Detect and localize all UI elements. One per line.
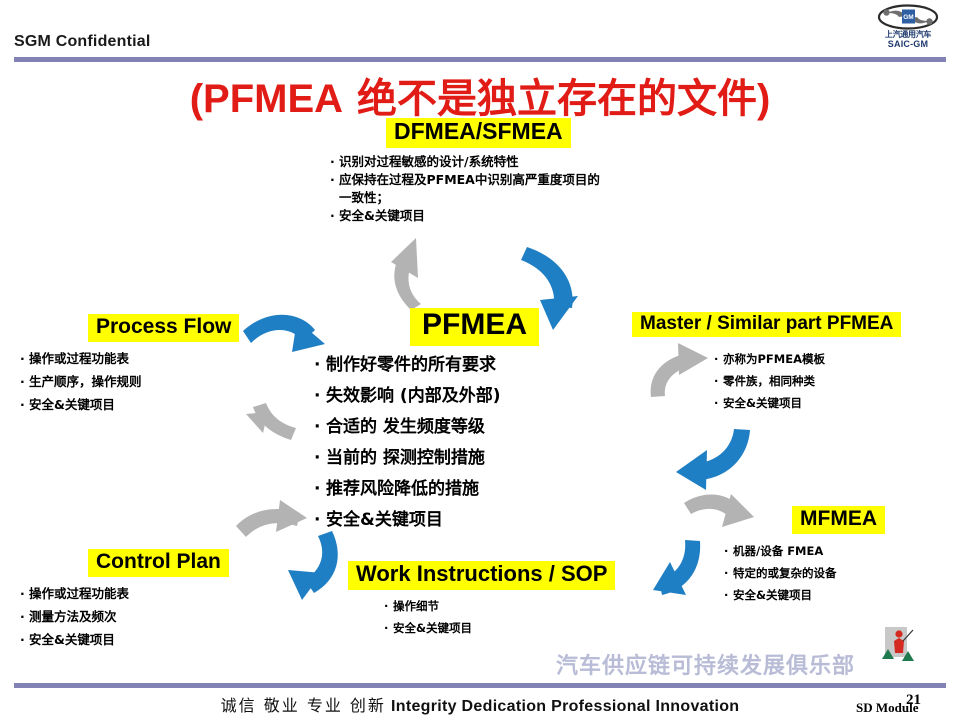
list-item: 安全&关键项目 bbox=[714, 393, 901, 413]
work-instructions-bullet-list: 操作细节 安全&关键项目 bbox=[384, 596, 615, 638]
mfmea-bullet-list: 机器/设备 FMEA 特定的或复杂的设备 安全&关键项目 bbox=[724, 541, 885, 605]
list-item: 当前的 探测控制措施 bbox=[314, 444, 539, 473]
block-process-flow: Process Flow 操作或过程功能表 生产顺序，操作规则 安全&关键项目 bbox=[20, 314, 240, 417]
list-item: 机器/设备 FMEA bbox=[724, 541, 885, 561]
logo-cn-name: 上汽通用汽车 bbox=[884, 30, 932, 39]
watermark-text: 汽车供应链可持续发展俱乐部 bbox=[556, 654, 856, 679]
master-similar-heading: Master / Similar part PFMEA bbox=[632, 312, 902, 338]
process-flow-heading: Process Flow bbox=[88, 314, 240, 342]
list-item: 失效影响 (内部及外部) bbox=[314, 382, 539, 411]
list-item: 安全&关键项目 bbox=[724, 585, 885, 605]
confidential-label: SGM Confidential bbox=[14, 33, 151, 50]
list-item: 制作好零件的所有要求 bbox=[314, 351, 539, 380]
list-item: 特定的或复杂的设备 bbox=[724, 563, 885, 583]
arrow-gray-pfmea-to-dfmea bbox=[391, 238, 421, 310]
list-item: 合适的 发生频度等级 bbox=[314, 413, 539, 442]
footer-divider bbox=[14, 683, 946, 688]
arrow-blue-pfmea-to-workinstructions bbox=[288, 531, 338, 600]
title-open-paren: ( bbox=[189, 77, 204, 121]
block-control-plan: Control Plan 操作或过程功能表 测量方法及频次 安全&关键项目 bbox=[20, 549, 229, 652]
header-divider bbox=[14, 57, 946, 62]
dfmea-bullet-list: 识别对过程敏感的设计/系统特性 应保持在过程及PFMEA中识别高严重度项目的 一… bbox=[330, 154, 600, 224]
logo-en-name: SAIC-GM bbox=[887, 39, 929, 49]
svg-text:GM: GM bbox=[903, 14, 913, 21]
block-master-similar-part-pfmea: Master / Similar part PFMEA 亦称为PFMEA模板 零… bbox=[632, 312, 902, 415]
list-item: 安全&关键项目 bbox=[384, 618, 615, 638]
master-similar-bullet-list: 亦称为PFMEA模板 零件族，相同种类 安全&关键项目 bbox=[714, 349, 901, 413]
list-item: 测量方法及频次 bbox=[20, 606, 229, 627]
dfmea-heading: DFMEA/SFMEA bbox=[386, 118, 571, 148]
footer-slogan-en: Integrity Dedication Professional Innova… bbox=[391, 698, 740, 715]
title-close-paren: ) bbox=[756, 77, 771, 121]
block-pfmea-center: PFMEA 制作好零件的所有要求 失效影响 (内部及外部) 合适的 发生频度等级… bbox=[306, 308, 539, 537]
block-dfmea-sfmea: DFMEA/SFMEA 识别对过程敏感的设计/系统特性 应保持在过程及PFMEA… bbox=[330, 118, 600, 226]
mfmea-heading: MFMEA bbox=[792, 506, 885, 534]
work-instructions-heading: Work Instructions / SOP bbox=[348, 561, 616, 590]
block-work-instructions-sop: Work Instructions / SOP 操作细节 安全&关键项目 bbox=[348, 561, 616, 640]
list-item: 安全&关键项目 bbox=[20, 394, 239, 415]
saic-gm-logo: GM 上汽通用汽车 SAIC-GM bbox=[866, 4, 950, 52]
list-item: 安全&关键项目 bbox=[330, 208, 600, 224]
list-item: 推荐风险降低的措施 bbox=[314, 475, 539, 504]
list-item: 安全&关键项目 bbox=[20, 629, 229, 650]
footer-slogan-cn: 诚信 敬业 专业 创新 bbox=[220, 696, 386, 715]
watermark-badge-icon bbox=[882, 627, 914, 661]
title-chinese: 绝不是独立存在的文件 bbox=[343, 76, 757, 122]
pfmea-bullet-list: 制作好零件的所有要求 失效影响 (内部及外部) 合适的 发生频度等级 当前的 探… bbox=[314, 351, 539, 535]
list-item: 识别对过程敏感的设计/系统特性 bbox=[330, 154, 600, 170]
block-mfmea: MFMEA 机器/设备 FMEA 特定的或复杂的设备 安全&关键项目 bbox=[700, 506, 885, 607]
list-item: 安全&关键项目 bbox=[314, 506, 539, 535]
list-item: 操作细节 bbox=[384, 596, 615, 616]
process-flow-bullet-list: 操作或过程功能表 生产顺序，操作规则 安全&关键项目 bbox=[20, 348, 239, 415]
control-plan-bullet-list: 操作或过程功能表 测量方法及频次 安全&关键项目 bbox=[20, 583, 229, 650]
arrow-gray-pfmea-to-controlplan bbox=[236, 500, 307, 537]
page-title: (PFMEA 绝不是独立存在的文件) bbox=[0, 66, 960, 124]
list-item: 亦称为PFMEA模板 bbox=[714, 349, 901, 369]
list-item: 生产顺序，操作规则 bbox=[20, 371, 239, 392]
arrow-blue-workinstructions-to-mfmea bbox=[653, 540, 701, 595]
list-item: 零件族，相同种类 bbox=[714, 371, 901, 391]
title-latin: PFMEA bbox=[203, 77, 344, 121]
arrow-gray-pfmea-to-processflow bbox=[246, 403, 296, 440]
list-item: 一致性； bbox=[339, 189, 390, 205]
control-plan-heading: Control Plan bbox=[88, 549, 229, 577]
list-item: 操作或过程功能表 bbox=[20, 583, 229, 604]
saic-gm-logo-mark: GM bbox=[877, 4, 939, 30]
footer-slogan: 诚信 敬业 专业 创新 Integrity Dedication Profess… bbox=[0, 692, 960, 716]
module-label: SD Module bbox=[856, 700, 919, 715]
pfmea-heading: PFMEA bbox=[410, 308, 539, 346]
list-item: 操作或过程功能表 bbox=[20, 348, 239, 369]
page-number: 21 bbox=[906, 692, 921, 708]
arrow-blue-master-to-pfmea bbox=[676, 429, 750, 490]
list-item: 应保持在过程及PFMEA中识别高严重度项目的 bbox=[330, 172, 600, 188]
